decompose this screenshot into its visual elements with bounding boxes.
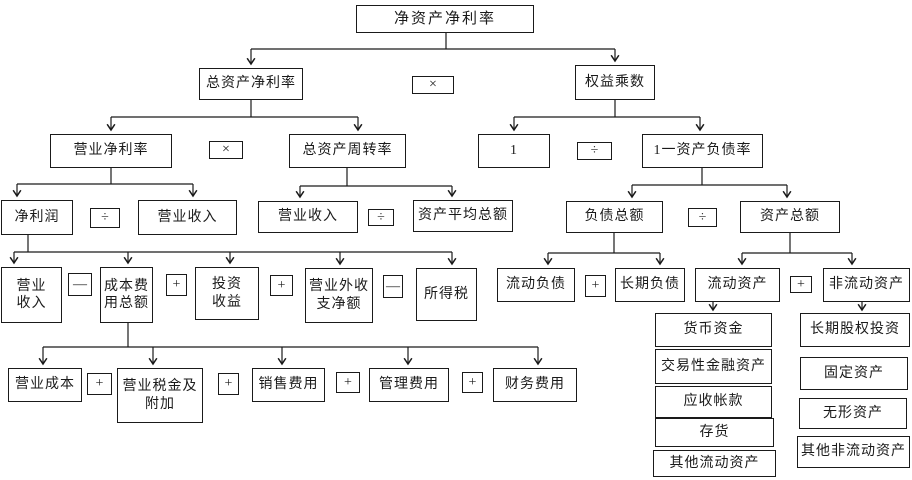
op-plus-7: + [336, 372, 360, 393]
node-revenue-a: 营业收入 [138, 200, 237, 235]
node-return-on-equity: 净资产净利率 [356, 5, 534, 33]
node-equity-multiplier: 权益乘数 [575, 65, 655, 100]
node-net-profit-margin: 营业净利率 [50, 134, 172, 168]
node-return-on-assets: 总资产净利率 [199, 68, 303, 100]
node-total-liabilities: 负债总额 [566, 201, 663, 233]
node-inventory: 存货 [655, 418, 774, 447]
node-total-assets: 资产总额 [740, 201, 840, 233]
op-plus-8: + [462, 372, 483, 393]
node-avg-total-assets: 资产平均总额 [413, 200, 513, 232]
node-financial-expenses: 财务费用 [493, 368, 577, 402]
op-plus-3: + [585, 275, 606, 297]
op-divide-3: ÷ [368, 209, 394, 226]
node-non-current-assets: 非流动资产 [823, 268, 910, 302]
op-multiply-1: × [412, 76, 454, 94]
node-total-cost-expense: 成本费 用总额 [100, 267, 153, 323]
op-minus-2: — [383, 275, 403, 298]
node-total-asset-turnover: 总资产周转率 [289, 134, 406, 168]
op-divide-4: ÷ [688, 208, 717, 227]
node-current-assets: 流动资产 [695, 268, 780, 302]
op-plus-4: + [790, 276, 812, 293]
node-long-term-liabilities: 长期负债 [615, 268, 685, 302]
op-plus-6: + [218, 373, 239, 395]
op-divide-1: ÷ [577, 142, 612, 160]
op-multiply-2: × [209, 141, 243, 159]
op-minus-1: — [68, 273, 92, 296]
node-current-liabilities: 流动负债 [497, 268, 575, 302]
node-net-profit: 净利润 [1, 200, 73, 235]
node-fixed-assets: 固定资产 [800, 357, 908, 390]
node-other-current-assets: 其他流动资产 [653, 450, 776, 477]
node-other-non-current-assets: 其他非流动资产 [797, 436, 910, 468]
op-plus-5: + [87, 373, 112, 395]
node-cash: 货币资金 [655, 313, 772, 347]
node-trading-financial-assets: 交易性金融资产 [655, 349, 772, 384]
node-constant-one: 1 [478, 134, 550, 168]
node-revenue-b: 营业收入 [258, 201, 358, 233]
node-operating-cost: 营业成本 [8, 368, 82, 402]
node-intangible-assets: 无形资产 [799, 398, 907, 429]
node-investment-income: 投资 收益 [195, 267, 259, 320]
op-plus-1: + [166, 274, 187, 296]
op-divide-2: ÷ [90, 208, 120, 228]
op-plus-2: + [270, 275, 293, 296]
node-income-tax: 所得税 [416, 268, 477, 321]
node-taxes-and-surcharges: 营业税金及 附加 [117, 368, 203, 423]
node-non-operating-net: 营业外收 支净额 [305, 268, 373, 323]
node-long-term-equity-investment: 长期股权投资 [800, 313, 910, 347]
node-selling-expenses: 销售费用 [252, 368, 325, 402]
node-revenue-c: 营业 收入 [1, 267, 62, 323]
node-one-minus-debt-ratio: 1一资产负债率 [642, 134, 763, 168]
node-admin-expenses: 管理费用 [369, 368, 449, 402]
node-accounts-receivable: 应收帐款 [655, 386, 772, 418]
